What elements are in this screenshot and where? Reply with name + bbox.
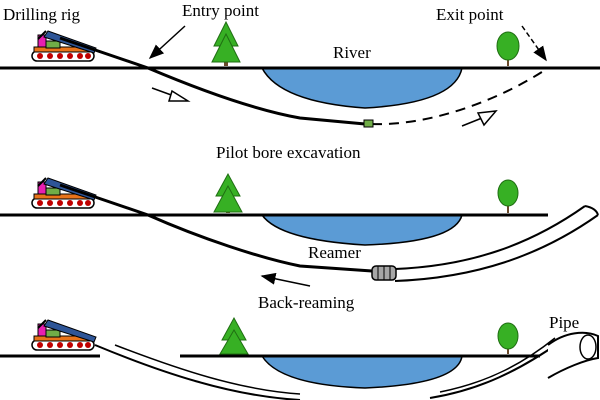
reamer-icon bbox=[371, 265, 397, 281]
panel-back-reaming: Reamer Back-reaming bbox=[0, 172, 599, 312]
drilling-rig-icon bbox=[31, 319, 97, 351]
drill-head-icon bbox=[363, 119, 374, 128]
tree-icon bbox=[496, 31, 520, 66]
label-entry-point: Entry point bbox=[182, 1, 259, 20]
pilot-bore-path bbox=[59, 36, 366, 126]
river-water bbox=[260, 67, 463, 109]
river-water bbox=[260, 355, 463, 389]
arrow-icon bbox=[151, 87, 191, 102]
tree-icon bbox=[213, 172, 243, 213]
tree-icon bbox=[219, 316, 249, 355]
river-water bbox=[260, 214, 463, 246]
tree-icon bbox=[497, 179, 519, 213]
panel-pilot-bore: Drilling rig Entry point Exit point Rive… bbox=[0, 1, 600, 162]
installed-pipe bbox=[94, 331, 599, 400]
label-back-reaming: Back-reaming bbox=[258, 293, 355, 312]
label-reamer: Reamer bbox=[308, 243, 361, 262]
label-exit-point: Exit point bbox=[436, 5, 504, 24]
drill-string bbox=[59, 183, 373, 273]
tree-icon bbox=[211, 20, 241, 66]
label-pipe: Pipe bbox=[549, 313, 579, 332]
arrow-icon bbox=[461, 110, 498, 127]
arrow-icon bbox=[260, 272, 311, 287]
exit-point-arrow bbox=[521, 25, 547, 62]
panel-pipe-pullback: Pipe bbox=[0, 313, 599, 400]
label-drilling-rig: Drilling rig bbox=[3, 5, 80, 24]
entry-point-arrow bbox=[148, 25, 186, 60]
label-river: River bbox=[333, 43, 371, 62]
label-pilot-bore: Pilot bore excavation bbox=[216, 143, 361, 162]
tree-icon bbox=[497, 322, 519, 354]
pipe-section bbox=[394, 205, 599, 282]
planned-bore-path bbox=[371, 67, 549, 126]
drilling-rig-icon bbox=[31, 30, 97, 62]
